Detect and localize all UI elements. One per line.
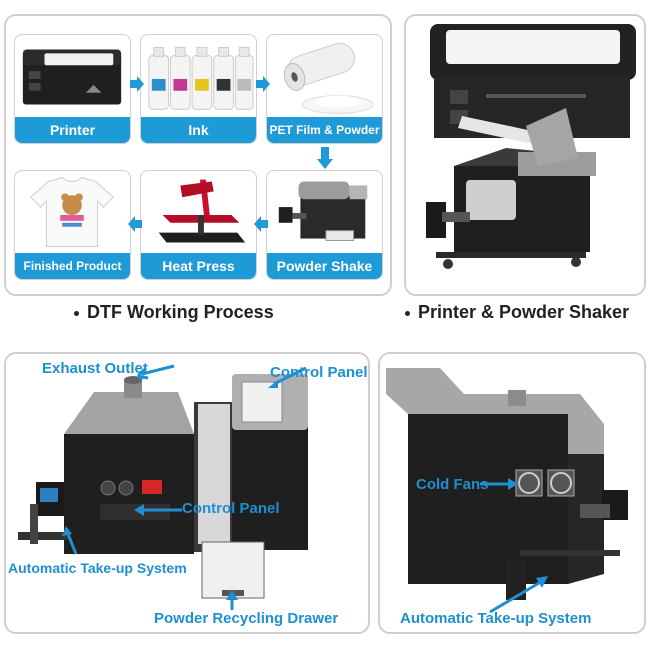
arrow-down-icon [317,147,333,169]
step-label: Powder Shake [267,253,382,279]
arrow-right-icon [256,76,270,92]
arrow-right-icon [130,76,144,92]
callout-take-up-system: Automatic Take-up System [8,560,187,576]
step-label: Printer [15,117,130,143]
step-label: Ink [141,117,256,143]
printer-shaker-image [426,24,636,269]
shaker-front-image [18,364,308,610]
shaker-back-image [386,368,628,614]
printer-panel [404,14,646,296]
printer-caption: Printer & Powder Shaker [405,302,629,323]
callout-exhaust-outlet: Exhaust Outlet [42,360,148,377]
process-caption: DTF Working Process [74,302,274,323]
ink-bottles-image [148,47,254,110]
callout-take-up-system: Automatic Take-up System [400,610,592,627]
callout-control-panel-front: Control Panel [182,500,280,517]
step-printer: Printer [14,34,131,144]
step-label: PET Film & Powder [267,117,382,143]
heat-press-image [158,179,246,243]
step-label: Heat Press [141,253,256,279]
step-pet-film: PET Film & Powder [266,34,383,144]
pet-film-image [283,42,374,114]
printer-image [22,49,122,105]
callout-cold-fans: Cold Fans [416,476,489,493]
shaker-back-panel: Cold Fans Automatic Take-up System [378,352,646,634]
step-powder-shake: Powder Shake [266,170,383,280]
callout-control-panel-top: Control Panel [270,364,368,381]
arrow-left-icon [254,216,268,232]
step-label: Finished Product [15,253,130,279]
process-panel: Printer Ink [4,14,392,296]
powder-shaker-image [278,181,368,241]
step-ink: Ink [140,34,257,144]
shaker-front-panel: Exhaust Outlet Control Panel Control Pan… [4,352,370,634]
arrow-left-icon [128,216,142,232]
callout-powder-drawer: Powder Recycling Drawer [154,610,339,627]
tshirt-image [30,177,115,247]
step-finished-product: Finished Product [14,170,131,280]
step-heat-press: Heat Press [140,170,257,280]
